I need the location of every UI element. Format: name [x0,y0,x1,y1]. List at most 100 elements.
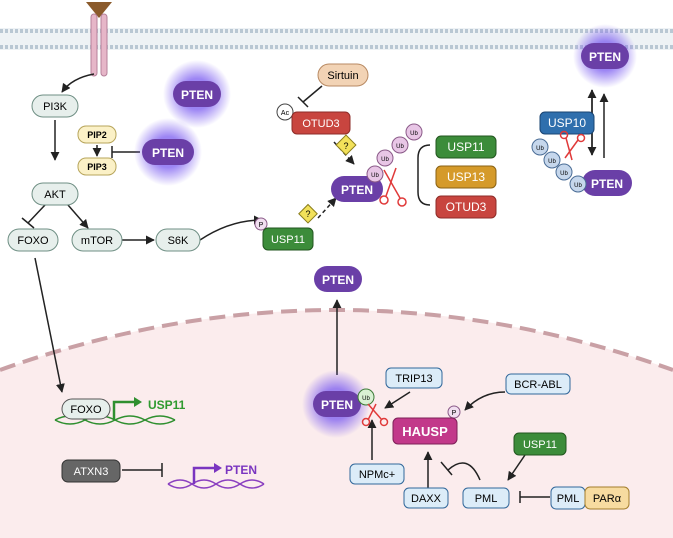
pten-node-pip3: PTEN [142,139,194,165]
pml-node: PML [462,487,510,509]
ub-mark-nuclear: Ub [357,388,375,406]
transcription-arrowhead-usp11 [134,397,142,407]
pi3k-node: PI3K [31,94,79,118]
daxx-node: DAXX [403,487,449,509]
phospho-mark-usp11: P [254,217,268,231]
svg-text:PARα: PARα [593,493,622,505]
bcr-abl-node: BCR-ABL [505,373,571,395]
svg-text:Ub: Ub [536,146,544,152]
warning-icon: ? [335,134,357,156]
svg-text:?: ? [343,141,348,151]
transcription-arrow-pten [192,466,214,484]
otud3-node-dub: OTUD3 [435,195,497,219]
dna-strand-pten [167,479,265,489]
inhibit-atxn3-pten-gene [122,463,163,477]
svg-text:Ac: Ac [281,110,290,117]
svg-text:?: ? [305,209,310,219]
svg-text:PTEN: PTEN [322,273,354,287]
svg-text:PML: PML [475,493,498,505]
svg-text:PIP3: PIP3 [87,162,107,172]
usp13-node-dub: USP13 [435,165,497,189]
svg-text:PML: PML [557,493,580,505]
ubiquitin-chain-center: Ub Ub Ub Ub [366,123,423,183]
s6k-node: S6K [155,228,201,252]
pten-node-ubiquitinated-right: PTEN [582,170,632,196]
pip3-node: PIP3 [77,157,117,176]
arrow-trip13-hausp [384,391,411,409]
svg-text:Ub: Ub [410,131,418,137]
arrow-bcrabl-hausp [464,391,506,411]
foxo-gene-node: FOXO [61,398,111,420]
inhibit-sirtuin-otud3 [297,85,323,108]
svg-text:OTUD3: OTUD3 [302,118,339,130]
pten-node-center: PTEN [331,176,383,202]
svg-text:USP11: USP11 [523,439,557,451]
plasma-membrane [0,28,673,50]
arrow-receptor-pi3k [61,73,95,93]
trip13-node: TRIP13 [385,367,443,389]
svg-text:PTEN: PTEN [152,146,184,160]
svg-text:USP11: USP11 [447,140,484,154]
atxn3-node: ATXN3 [61,459,121,483]
scissors-icon-right [559,130,586,161]
arrow-usp11-pml [507,454,526,481]
ubiquitin-chain-right: Ub Ub Ub Ub [531,138,587,193]
dashed-usp11-pten [317,197,337,219]
svg-text:Ub: Ub [560,171,568,177]
svg-text:PIP2: PIP2 [87,130,107,140]
svg-text:P: P [452,410,457,417]
inhibit-pmlpar-pml [519,491,550,503]
svg-text:mTOR: mTOR [81,235,113,247]
pten-node-nuclear: PTEN [313,391,361,417]
svg-text:S6K: S6K [168,235,189,247]
sirtuin-node: Sirtuin [317,63,369,87]
svg-text:AKT: AKT [44,189,66,201]
svg-text:FOXO: FOXO [70,404,102,416]
svg-text:ATXN3: ATXN3 [74,466,109,478]
scissors-icon-center [379,167,407,207]
svg-text:Sirtuin: Sirtuin [327,70,358,82]
svg-text:PTEN: PTEN [181,88,213,102]
svg-text:Ub: Ub [396,144,404,150]
pip2-node: PIP2 [77,125,117,144]
pten-node-free: PTEN [173,81,221,107]
arrow-akt-mtor [67,204,89,229]
otud3-node-top: OTUD3 [291,111,351,135]
svg-text:Ub: Ub [381,157,389,163]
svg-text:PTEN: PTEN [321,398,353,412]
svg-text:Ub: Ub [574,183,582,189]
scissors-icon-nuclear [361,403,389,427]
svg-text:NPMc+: NPMc+ [359,469,395,481]
svg-text:PTEN: PTEN [591,177,623,191]
foxo-node: FOXO [7,228,59,252]
svg-text:Ub: Ub [548,159,556,165]
akt-node: AKT [31,182,79,206]
bracket-dubs [417,144,431,206]
inhibit-akt-foxo [21,204,46,229]
pten-node-top-right: PTEN [581,43,629,69]
gene-label-usp11: USP11 [148,398,186,412]
transcription-arrowhead-pten [214,463,222,473]
svg-text:USP11: USP11 [271,234,305,246]
svg-text:PI3K: PI3K [43,101,68,113]
usp10-node: USP10 [539,111,595,135]
svg-text:FOXO: FOXO [17,235,49,247]
svg-text:HAUSP: HAUSP [402,424,448,439]
mtor-node: mTOR [71,228,123,252]
acetyl-mark: Ac [276,103,294,121]
npmc-node: NPMc+ [349,463,405,485]
svg-text:PTEN: PTEN [341,183,373,197]
hausp-node: HAUSP [392,417,458,445]
receptor-icon [86,2,112,77]
svg-text:OTUD3: OTUD3 [446,200,487,214]
pten-node-exported: PTEN [314,266,362,292]
transcription-arrow-usp11 [112,400,134,420]
warning-icon-usp11: ? [298,203,318,224]
svg-text:PTEN: PTEN [589,50,621,64]
svg-text:P: P [259,222,264,229]
svg-text:USP13: USP13 [447,170,485,184]
inhibit-pml-daxx [440,461,481,481]
svg-text:DAXX: DAXX [411,493,442,505]
arrow-foxo-nucleus [34,257,65,393]
